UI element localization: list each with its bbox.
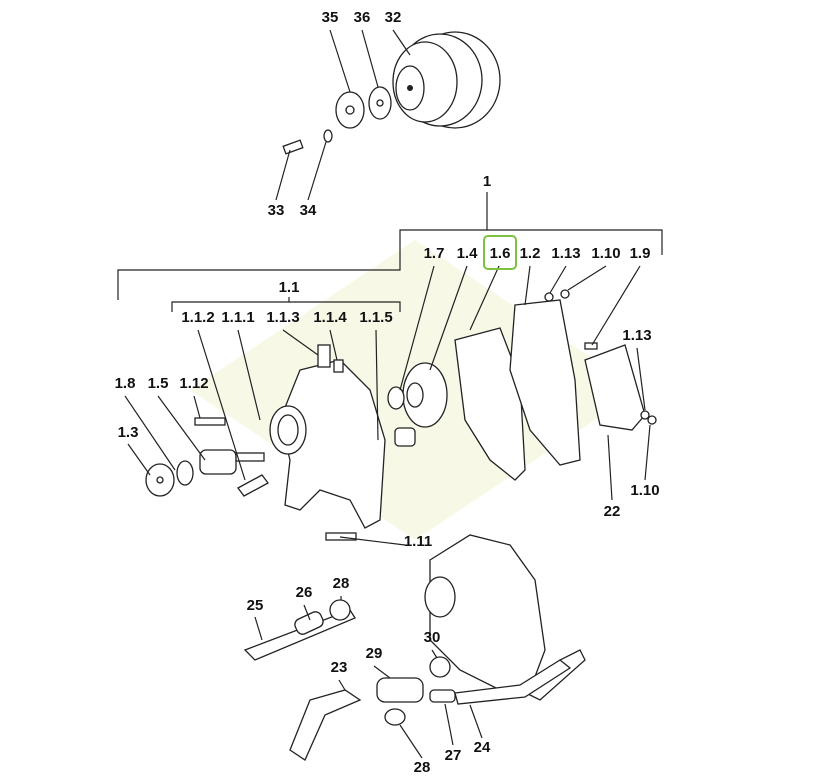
label-1-1[interactable]: 1.1 [279,279,300,296]
shaft-1-5 [199,449,265,475]
label-30[interactable]: 30 [424,629,441,646]
label-1-1-1[interactable]: 1.1.1 [221,309,254,326]
hose-23 [289,689,362,761]
impeller-1-4 [402,362,448,428]
bushing [394,427,416,447]
nut-1-10b [647,415,657,425]
label-1[interactable]: 1 [483,173,491,190]
seal-1-7 [387,386,405,410]
washer-1-13 [544,292,554,302]
label-1-2[interactable]: 1.2 [520,245,541,262]
label-28-bottom[interactable]: 28 [414,759,431,776]
engine-block [424,534,586,701]
label-1-9[interactable]: 1.9 [630,245,651,262]
cover-plate-1-2 [509,299,581,466]
label-1-8[interactable]: 1.8 [115,375,136,392]
label-26[interactable]: 26 [296,584,313,601]
stud-1-9 [584,342,598,350]
label-1-6[interactable]: 1.6 [490,245,511,262]
clamp-28 [329,599,351,621]
label-1-10-right[interactable]: 1.10 [630,482,659,499]
nut-1-10 [560,289,570,299]
gasket-22 [584,344,646,431]
bolt-33 [282,139,304,155]
plate-36 [368,86,392,120]
label-28[interactable]: 28 [333,575,350,592]
label-36[interactable]: 36 [354,9,371,26]
label-1-3[interactable]: 1.3 [118,424,139,441]
bolt-1-11 [325,532,357,541]
label-1-13-right[interactable]: 1.13 [622,327,651,344]
label-22[interactable]: 22 [604,503,621,520]
label-1-1-3[interactable]: 1.1.3 [266,309,299,326]
label-1-4[interactable]: 1.4 [457,245,479,262]
pump-housing-1-1 [269,344,386,529]
label-27[interactable]: 27 [445,747,462,764]
pulley-32 [392,31,501,129]
label-24[interactable]: 24 [474,739,491,756]
flange-1-3 [145,463,175,497]
pipe-1-1-2 [237,474,269,497]
label-34[interactable]: 34 [300,202,317,219]
washer-34 [323,129,333,143]
label-1-12[interactable]: 1.12 [179,375,208,392]
label-1-1-2[interactable]: 1.1.2 [181,309,214,326]
bolt-1-12 [194,417,226,426]
gasket-1-6 [454,327,526,481]
label-29[interactable]: 29 [366,645,383,662]
label-32[interactable]: 32 [385,9,402,26]
pipe-27 [429,689,456,703]
label-33[interactable]: 33 [268,202,285,219]
label-25[interactable]: 25 [247,597,264,614]
label-1-1-5[interactable]: 1.1.5 [359,309,392,326]
hose-29 [376,677,424,703]
label-1-10[interactable]: 1.10 [591,245,620,262]
label-35[interactable]: 35 [322,9,339,26]
label-1-1-4[interactable]: 1.1.4 [313,309,347,326]
clamp-30 [429,656,451,678]
o-ring-1-8 [176,460,194,486]
label-1-11[interactable]: 1.11 [404,533,432,550]
pipe-24 [454,659,572,705]
highlight-box [483,235,517,270]
label-1-7[interactable]: 1.7 [424,245,445,262]
washer-1-13b [640,410,650,420]
label-1-5[interactable]: 1.5 [148,375,169,392]
label-23[interactable]: 23 [331,659,348,676]
label-1-13[interactable]: 1.13 [551,245,580,262]
hose-26 [294,611,324,635]
clamp-28b [384,708,406,726]
spacer-35 [335,91,365,129]
